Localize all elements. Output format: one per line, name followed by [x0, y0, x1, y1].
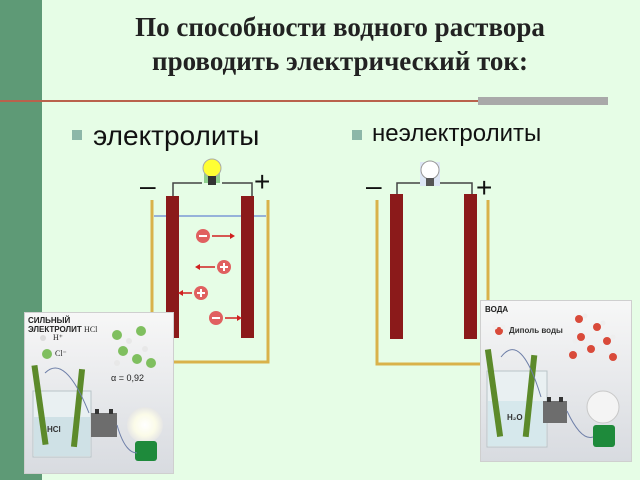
title-divider	[0, 100, 608, 102]
title-line-2: проводить электрический ток:	[152, 46, 528, 76]
dissociation-degree: α = 0,92	[111, 373, 144, 383]
photo-water: ВОДА Диполь воды H₂O	[480, 300, 632, 462]
wire-left	[172, 182, 202, 196]
battery	[91, 413, 117, 437]
anion-icon	[209, 311, 242, 325]
electrode-cathode	[390, 194, 403, 339]
photo-heading-electrolyte: ЭЛЕКТРОЛИТ HCl	[28, 325, 97, 334]
nonelectrolytes-label: неэлектролиты	[372, 120, 542, 147]
bullet-square-icon	[352, 130, 362, 140]
hcl-molecule-cluster	[112, 326, 156, 368]
cl-ion-label: Cl⁻	[55, 349, 67, 358]
wire-left	[396, 182, 420, 196]
vessel	[150, 200, 270, 364]
water-molecule-cluster	[564, 313, 622, 361]
photo-heading-formula: HCl	[84, 325, 98, 334]
slide-title: По способности водного раствора проводит…	[50, 10, 630, 78]
title-divider-accent	[478, 97, 608, 105]
photo-strong-electrolyte: СИЛЬНЫЙ ЭЛЕКТРОЛИТ HCl H⁺ Cl⁻ α = 0,92 H…	[24, 312, 174, 474]
unlit-bulb-icon	[586, 390, 620, 424]
dipole-label: Диполь воды	[509, 326, 563, 335]
minus-sign-right: –	[366, 170, 382, 201]
electrode	[31, 364, 49, 446]
photo-heading-water: ВОДА	[485, 305, 509, 314]
lit-bulb-icon	[127, 407, 163, 443]
electrode	[484, 349, 504, 437]
electrolyte-cell-diagram	[150, 158, 270, 364]
cl-ion-icon	[42, 349, 52, 359]
electrode-cathode	[166, 196, 179, 338]
plus-sign-left: +	[254, 166, 271, 197]
electrode-anode	[464, 194, 477, 339]
title-line-1: По способности водного раствора	[135, 12, 545, 42]
anion-icon	[196, 229, 235, 243]
electrolytes-label: электролиты	[93, 120, 260, 151]
water-dipole-icon	[492, 324, 506, 335]
bullet-square-icon	[72, 130, 82, 140]
electrode-anode	[241, 196, 254, 338]
beaker-label-hcl: HCl	[47, 425, 61, 434]
vessel	[375, 200, 490, 366]
wire-right	[440, 182, 473, 196]
minus-sign-left: –	[140, 170, 156, 201]
photo-heading-strong: СИЛЬНЫЙ	[28, 316, 71, 325]
h-ion-icon	[40, 335, 46, 341]
beaker-label-water: H₂O	[507, 413, 523, 422]
plus-sign-right: +	[476, 172, 493, 203]
wire-right	[222, 182, 253, 196]
battery	[543, 401, 567, 423]
lit-bulb-icon	[202, 158, 222, 185]
cation-icon	[178, 286, 208, 300]
cation-icon	[195, 260, 231, 274]
electrode	[70, 368, 86, 448]
photo-heading-electrolyte-word: ЭЛЕКТРОЛИТ	[28, 325, 82, 334]
unlit-bulb-icon	[420, 160, 440, 186]
nonelectrolyte-cell-diagram	[375, 160, 490, 366]
h-ion-label: H⁺	[53, 333, 63, 342]
